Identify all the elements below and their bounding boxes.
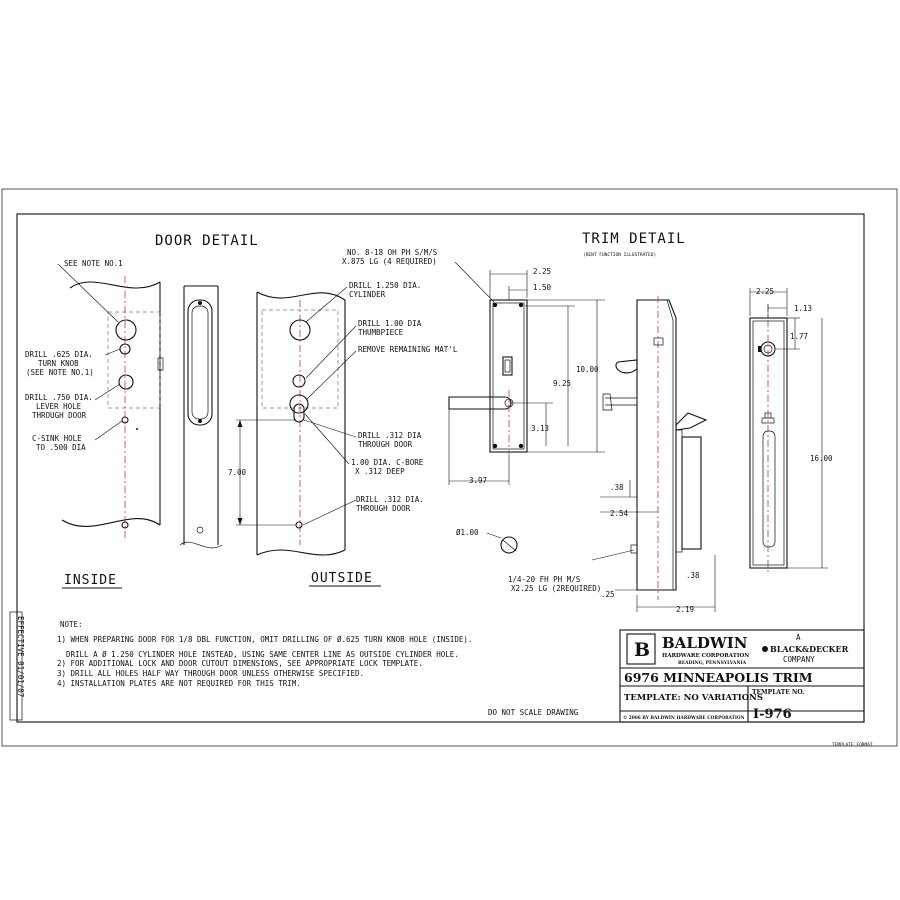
dim-2-19: 2.19 bbox=[676, 605, 694, 614]
dim-2-25-back: 2.25 bbox=[756, 287, 774, 296]
callout-turn-knob-2: TURN KNOB bbox=[38, 359, 79, 368]
door-callouts: SEE NOTE NO.1 DRILL .625 DIA. TURN KNOB … bbox=[25, 259, 458, 513]
parent-company: COMPANY bbox=[783, 655, 815, 664]
do-not-scale: DO NOT SCALE DRAWING bbox=[488, 708, 579, 717]
trim-side-dims: .38 2.54 .38 .25 2.19 bbox=[600, 480, 716, 614]
trim-side-view bbox=[591, 296, 708, 600]
note-3: 3) DRILL ALL HOLES HALF WAY THROUGH DOOR… bbox=[57, 669, 364, 678]
dim-3-97: 3.97 bbox=[469, 476, 487, 485]
outside-door-view: 7.00 bbox=[228, 291, 346, 556]
callout-cbore-2: X .312 DEEP bbox=[355, 467, 405, 476]
parent-a: A bbox=[796, 633, 801, 642]
baldwin-brand-location: READING, PENNSYLVANIA bbox=[678, 660, 747, 666]
trim-front-dims: 2.25 1.50 10.00 9.25 3.13 3.97 bbox=[448, 267, 605, 485]
callout-csink-1: C-SINK HOLE bbox=[32, 434, 82, 443]
inside-door-view bbox=[61, 276, 164, 540]
callout-cbore-1: 1.00 DIA. C-BORE bbox=[351, 458, 424, 467]
notes-heading: NOTE: bbox=[60, 620, 83, 629]
baldwin-logo-box bbox=[626, 633, 656, 665]
black-decker-mark bbox=[762, 646, 768, 652]
door-detail-title: DOOR DETAIL bbox=[155, 233, 259, 249]
dim-0-38-side: .38 bbox=[610, 483, 624, 492]
dim-10-00: 10.00 bbox=[576, 365, 599, 374]
inside-edge-section bbox=[179, 285, 223, 549]
callout-turn-knob-3: (SEE NOTE NO.1) bbox=[26, 368, 94, 377]
callout-drill-312-a-1: DRILL .312 DIA bbox=[358, 431, 422, 440]
trim-back-plate bbox=[749, 305, 788, 572]
dim-2-25-front: 2.25 bbox=[533, 267, 551, 276]
dim-9-25: 9.25 bbox=[553, 379, 571, 388]
callout-lever-1: DRILL .750 DIA. bbox=[25, 393, 93, 402]
callout-lever-2: LEVER HOLE bbox=[36, 402, 82, 411]
callout-drill-312-b-2: THROUGH DOOR bbox=[356, 504, 411, 513]
callout-lever-3: THROUGH DOOR bbox=[32, 411, 87, 420]
dim-0-25: .25 bbox=[601, 590, 615, 599]
callout-remove: REMOVE REMAINING MAT'L bbox=[358, 345, 458, 354]
note-4: 4) INSTALLATION PLATES ARE NOT REQUIRED … bbox=[57, 679, 301, 688]
dim-2-54: 2.54 bbox=[610, 509, 629, 518]
template-no-label: TEMPLATE NO. bbox=[752, 689, 804, 696]
parent-name: BLACK&DECKER bbox=[770, 644, 849, 654]
screws-top-leader bbox=[454, 261, 495, 303]
effective-date: EFFECTIVE 01/01/07 bbox=[16, 616, 25, 697]
note-2: 2) FOR ADDITIONAL LOCK AND DOOR CUTOUT D… bbox=[57, 659, 423, 668]
notes-block: NOTE: 1) WHEN PREPARING DOOR FOR 1/8 DBL… bbox=[57, 620, 472, 688]
trim-front-plate bbox=[448, 299, 528, 455]
product-name: 6976 MINNEAPOLIS TRIM bbox=[624, 670, 813, 685]
callout-drill-312-a-2: THROUGH DOOR bbox=[358, 440, 413, 449]
callout-see-note: SEE NOTE NO.1 bbox=[64, 259, 123, 268]
dim-1-13: 1.13 bbox=[794, 304, 812, 313]
hole-dia-label: Ø1.00 bbox=[456, 528, 479, 537]
callout-cylinder-2: CYLINDER bbox=[349, 290, 386, 299]
dim-7-00: 7.00 bbox=[228, 468, 247, 477]
screws-bottom-2: X2.25 LG (2REQUIRED) bbox=[511, 584, 601, 593]
inside-label: INSIDE bbox=[64, 573, 117, 588]
hole-symbol: Ø1.00 bbox=[456, 528, 518, 554]
template-no: I-976 bbox=[753, 707, 792, 722]
door-callout-leaders bbox=[57, 263, 357, 526]
baldwin-brand-sub: HARDWARE CORPORATION bbox=[662, 653, 749, 659]
screws-top-2: X.875 LG (4 REQUIRED) bbox=[342, 257, 437, 266]
copyright: © 2006 BY BALDWIN HARDWARE CORPORATION bbox=[623, 716, 745, 721]
baldwin-logo-letter: B bbox=[634, 639, 650, 661]
effective-box bbox=[9, 611, 23, 721]
note-1: 1) WHEN PREPARING DOOR FOR 1/8 DBL FUNCT… bbox=[57, 635, 472, 644]
trim-detail-subtitle: (RENT FUNCTION ILLUSTRATED) bbox=[583, 252, 656, 258]
title-block: B BALDWIN HARDWARE CORPORATION READING, … bbox=[619, 629, 865, 723]
dim-0-38-bottom: .38 bbox=[686, 571, 700, 580]
sheet-border-inner bbox=[16, 213, 865, 723]
callout-thumbpiece-1: DRILL 1.00 DIA bbox=[358, 319, 422, 328]
trim-detail-title: TRIM DETAIL bbox=[582, 231, 686, 247]
sheet-border-outer bbox=[1, 188, 898, 747]
dim-1-50: 1.50 bbox=[533, 283, 552, 292]
template-variations: TEMPLATE: NO VARIATIONS bbox=[624, 693, 763, 703]
screws-top-1: NO. 8-18 OH PH S/M/S bbox=[347, 248, 438, 257]
dim-3-13: 3.13 bbox=[531, 424, 549, 433]
callout-turn-knob-1: DRILL .625 DIA. bbox=[25, 350, 93, 359]
callout-csink-2: TO .500 DIA bbox=[36, 443, 86, 452]
corner-code: TEMPLATE FORMAT bbox=[832, 742, 873, 748]
baldwin-brand: BALDWIN bbox=[662, 634, 748, 652]
callout-drill-312-b-1: DRILL .312 DIA. bbox=[356, 495, 424, 504]
outside-label: OUTSIDE bbox=[311, 571, 373, 586]
callout-cylinder-1: DRILL 1.250 DIA. bbox=[349, 281, 421, 290]
screws-bottom-1: 1/4-20 FH PH M/S bbox=[508, 575, 581, 584]
note-1-cont: DRILL A Ø 1.250 CYLINDER HOLE INSTEAD, U… bbox=[66, 650, 459, 659]
trim-back-dims: 2.25 1.13 1.77 16.00 bbox=[749, 287, 833, 569]
dim-16-00: 16.00 bbox=[810, 454, 833, 463]
callout-thumbpiece-2: THUMBPIECE bbox=[358, 328, 404, 337]
dim-1-77: 1.77 bbox=[790, 332, 808, 341]
